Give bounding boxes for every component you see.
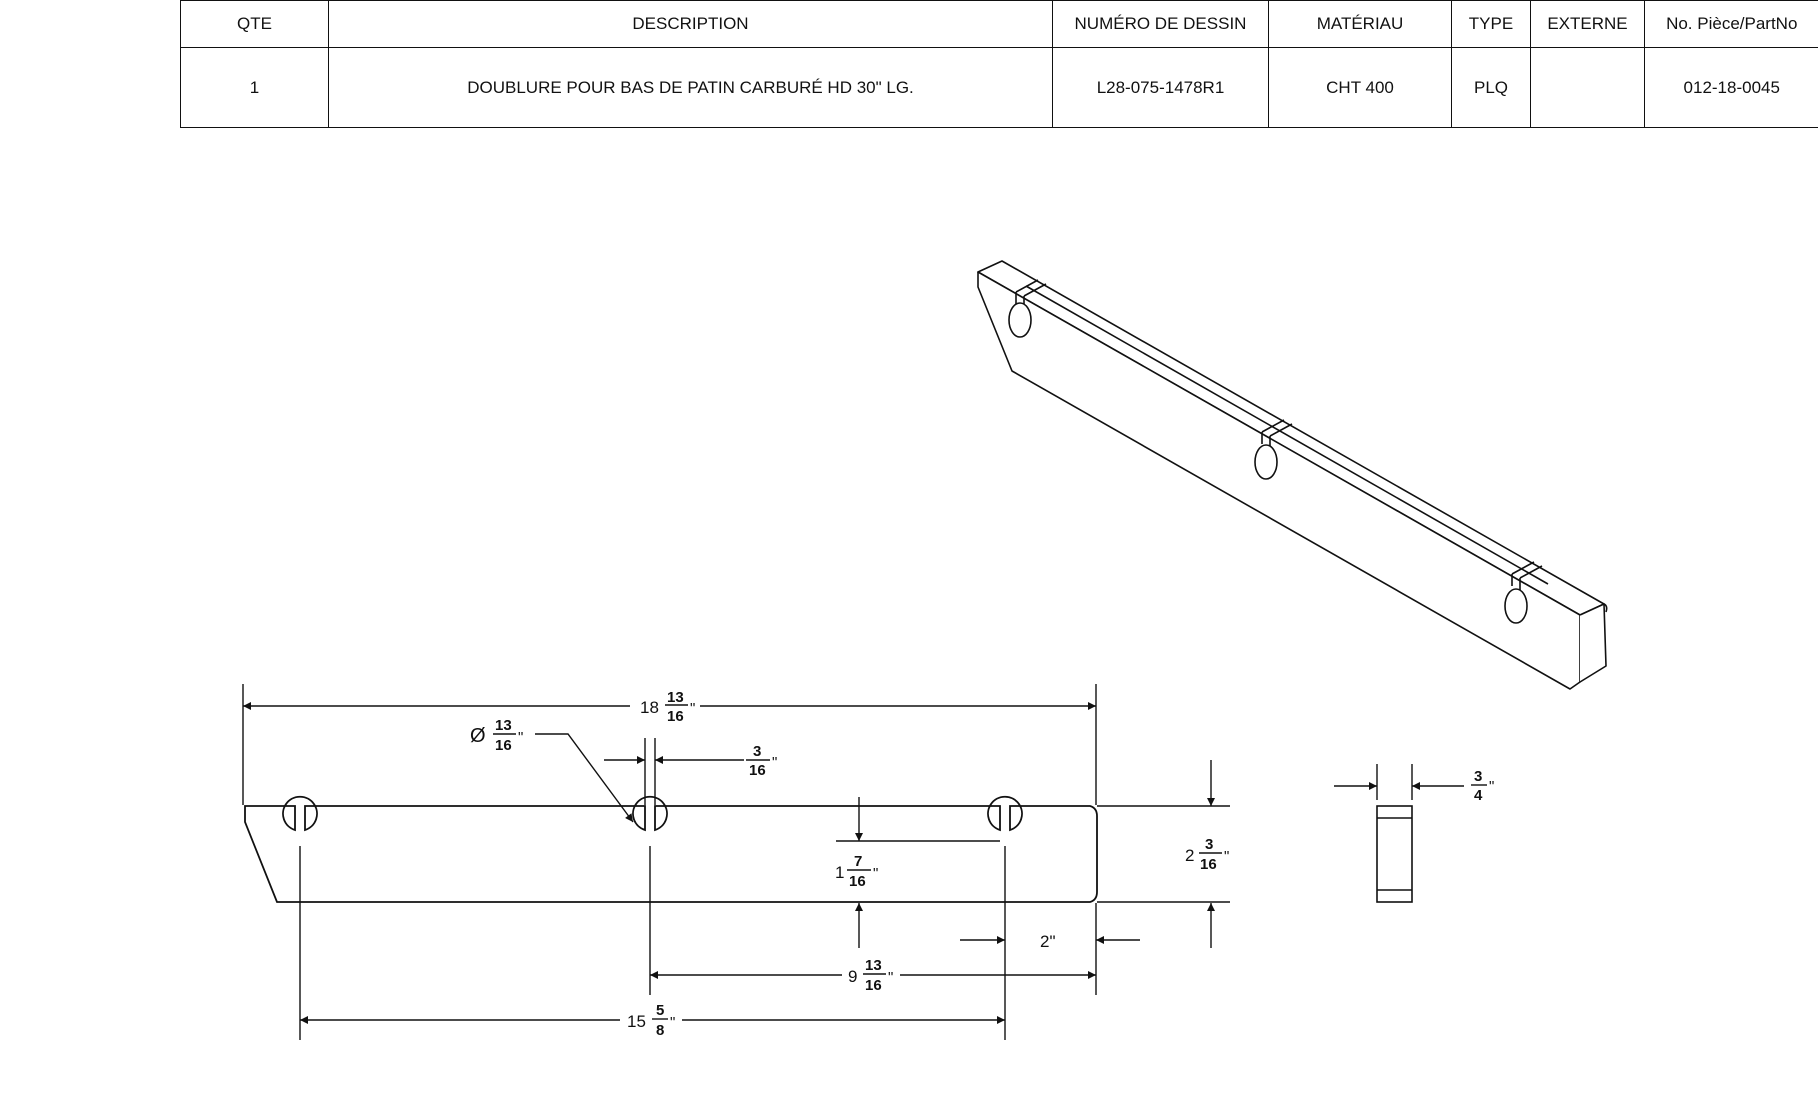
svg-text:16: 16 bbox=[495, 737, 512, 754]
cell-material: CHT 400 bbox=[1268, 47, 1452, 128]
svg-text:": " bbox=[1224, 848, 1229, 865]
dim-thickness: 3 4 " bbox=[1471, 768, 1494, 804]
bill-of-materials-table: QTE DESCRIPTION NUMÉRO DE DESSIN MATÉRIA… bbox=[180, 0, 1818, 128]
svg-text:3: 3 bbox=[1474, 768, 1482, 785]
svg-text:3: 3 bbox=[1205, 836, 1213, 853]
svg-text:2": 2" bbox=[1040, 932, 1056, 951]
dim-outer-hole-spacing: 15 5 8 " bbox=[627, 1002, 675, 1039]
svg-text:": " bbox=[873, 865, 878, 882]
dim-hole-diameter: Ø 13 16 " bbox=[470, 717, 523, 754]
dim-hole-depth: 1 7 16 " bbox=[835, 853, 878, 890]
svg-text:": " bbox=[690, 700, 695, 717]
svg-text:18: 18 bbox=[640, 698, 659, 717]
svg-text:7: 7 bbox=[854, 853, 862, 870]
svg-text:1: 1 bbox=[835, 863, 844, 882]
svg-text:": " bbox=[670, 1014, 675, 1031]
svg-text:13: 13 bbox=[495, 717, 512, 734]
svg-text:16: 16 bbox=[865, 977, 882, 994]
svg-text:2: 2 bbox=[1185, 846, 1194, 865]
svg-text:16: 16 bbox=[1200, 856, 1217, 873]
svg-text:13: 13 bbox=[865, 957, 882, 974]
dim-end-offset: 2" bbox=[1040, 932, 1056, 951]
svg-text:13: 13 bbox=[667, 689, 684, 706]
svg-text:": " bbox=[1489, 778, 1494, 795]
table-row: 1 DOUBLURE POUR BAS DE PATIN CARBURÉ HD … bbox=[180, 47, 1818, 128]
svg-text:5: 5 bbox=[656, 1002, 664, 1019]
header-part-no: No. Pièce/PartNo bbox=[1644, 0, 1818, 48]
header-material: MATÉRIAU bbox=[1268, 0, 1452, 48]
svg-text:3: 3 bbox=[753, 743, 761, 760]
svg-text:": " bbox=[772, 754, 777, 771]
dim-hole-spacing: 9 13 16 " bbox=[848, 957, 893, 994]
svg-text:Ø: Ø bbox=[470, 725, 486, 747]
cell-externe bbox=[1530, 47, 1645, 128]
dimension-lines bbox=[242, 684, 1215, 1040]
dim-height: 2 3 16 " bbox=[1185, 836, 1229, 873]
cell-part-no: 012-18-0045 bbox=[1644, 47, 1818, 128]
header-qte: QTE bbox=[180, 0, 329, 48]
isometric-view bbox=[977, 260, 1608, 690]
front-view bbox=[244, 795, 1230, 903]
svg-text:4: 4 bbox=[1474, 787, 1483, 804]
cell-drawing-number: L28-075-1478R1 bbox=[1052, 47, 1269, 128]
dim-slot-width: 3 16 " bbox=[746, 743, 777, 779]
side-view bbox=[1334, 764, 1464, 903]
svg-text:9: 9 bbox=[848, 967, 857, 986]
cell-qte: 1 bbox=[180, 47, 329, 128]
svg-text:16: 16 bbox=[749, 762, 766, 779]
svg-text:": " bbox=[888, 969, 893, 986]
bom-header-row: QTE DESCRIPTION NUMÉRO DE DESSIN MATÉRIA… bbox=[180, 0, 1818, 48]
svg-text:8: 8 bbox=[656, 1022, 664, 1039]
svg-text:15: 15 bbox=[627, 1012, 646, 1031]
svg-text:": " bbox=[518, 729, 523, 746]
header-description: DESCRIPTION bbox=[328, 0, 1053, 48]
svg-text:16: 16 bbox=[849, 873, 866, 890]
dim-overall-length: 18 13 16 " bbox=[640, 689, 695, 725]
svg-text:16: 16 bbox=[667, 708, 684, 725]
